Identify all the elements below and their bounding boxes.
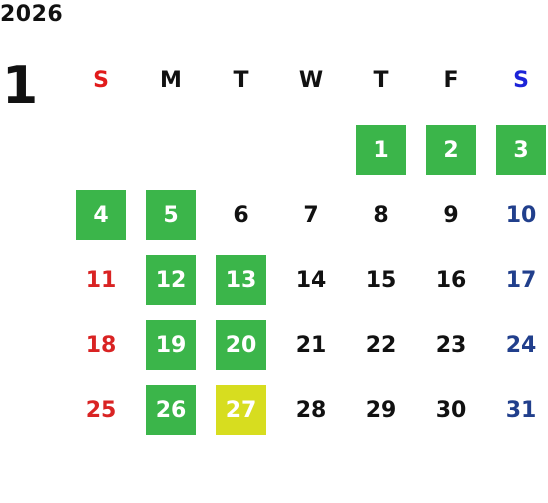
day-cell[interactable]: 8 — [373, 202, 389, 228]
year-label: 2026 — [0, 2, 64, 27]
weekday-thu: T — [373, 68, 389, 93]
day-cell[interactable]: 17 — [505, 267, 537, 293]
day-cell[interactable]: 20 — [216, 320, 266, 370]
day-cell[interactable]: 4 — [76, 190, 126, 240]
day-cell[interactable]: 6 — [233, 202, 249, 228]
day-cell[interactable]: 13 — [216, 255, 266, 305]
day-cell[interactable]: 1 — [356, 125, 406, 175]
weekday-sat: S — [513, 68, 529, 93]
day-cell[interactable]: 12 — [146, 255, 196, 305]
day-cell[interactable]: 31 — [505, 397, 537, 423]
day-cell[interactable]: 22 — [365, 332, 397, 358]
weekday-fri: F — [443, 68, 459, 93]
day-cell[interactable]: 23 — [435, 332, 467, 358]
day-cell[interactable]: 28 — [295, 397, 327, 423]
day-cell[interactable]: 11 — [85, 267, 117, 293]
day-cell[interactable]: 5 — [146, 190, 196, 240]
day-cell[interactable]: 9 — [443, 202, 459, 228]
day-cell[interactable]: 14 — [295, 267, 327, 293]
day-cell[interactable]: 3 — [496, 125, 546, 175]
day-cell[interactable]: 30 — [435, 397, 467, 423]
day-cell[interactable]: 27 — [216, 385, 266, 435]
weekday-sun: S — [93, 68, 109, 93]
day-cell[interactable]: 16 — [435, 267, 467, 293]
day-cell[interactable]: 29 — [365, 397, 397, 423]
day-cell[interactable]: 2 — [426, 125, 476, 175]
day-cell[interactable]: 19 — [146, 320, 196, 370]
weekday-tue: T — [233, 68, 249, 93]
day-cell[interactable]: 21 — [295, 332, 327, 358]
weekday-mon: M — [160, 68, 182, 93]
day-cell[interactable]: 15 — [365, 267, 397, 293]
month-number: 1 — [2, 56, 39, 116]
weekday-wed: W — [298, 68, 324, 93]
day-cell[interactable]: 26 — [146, 385, 196, 435]
day-cell[interactable]: 10 — [505, 202, 537, 228]
day-cell[interactable]: 24 — [505, 332, 537, 358]
day-cell[interactable]: 25 — [85, 397, 117, 423]
day-cell[interactable]: 18 — [85, 332, 117, 358]
day-cell[interactable]: 7 — [303, 202, 319, 228]
